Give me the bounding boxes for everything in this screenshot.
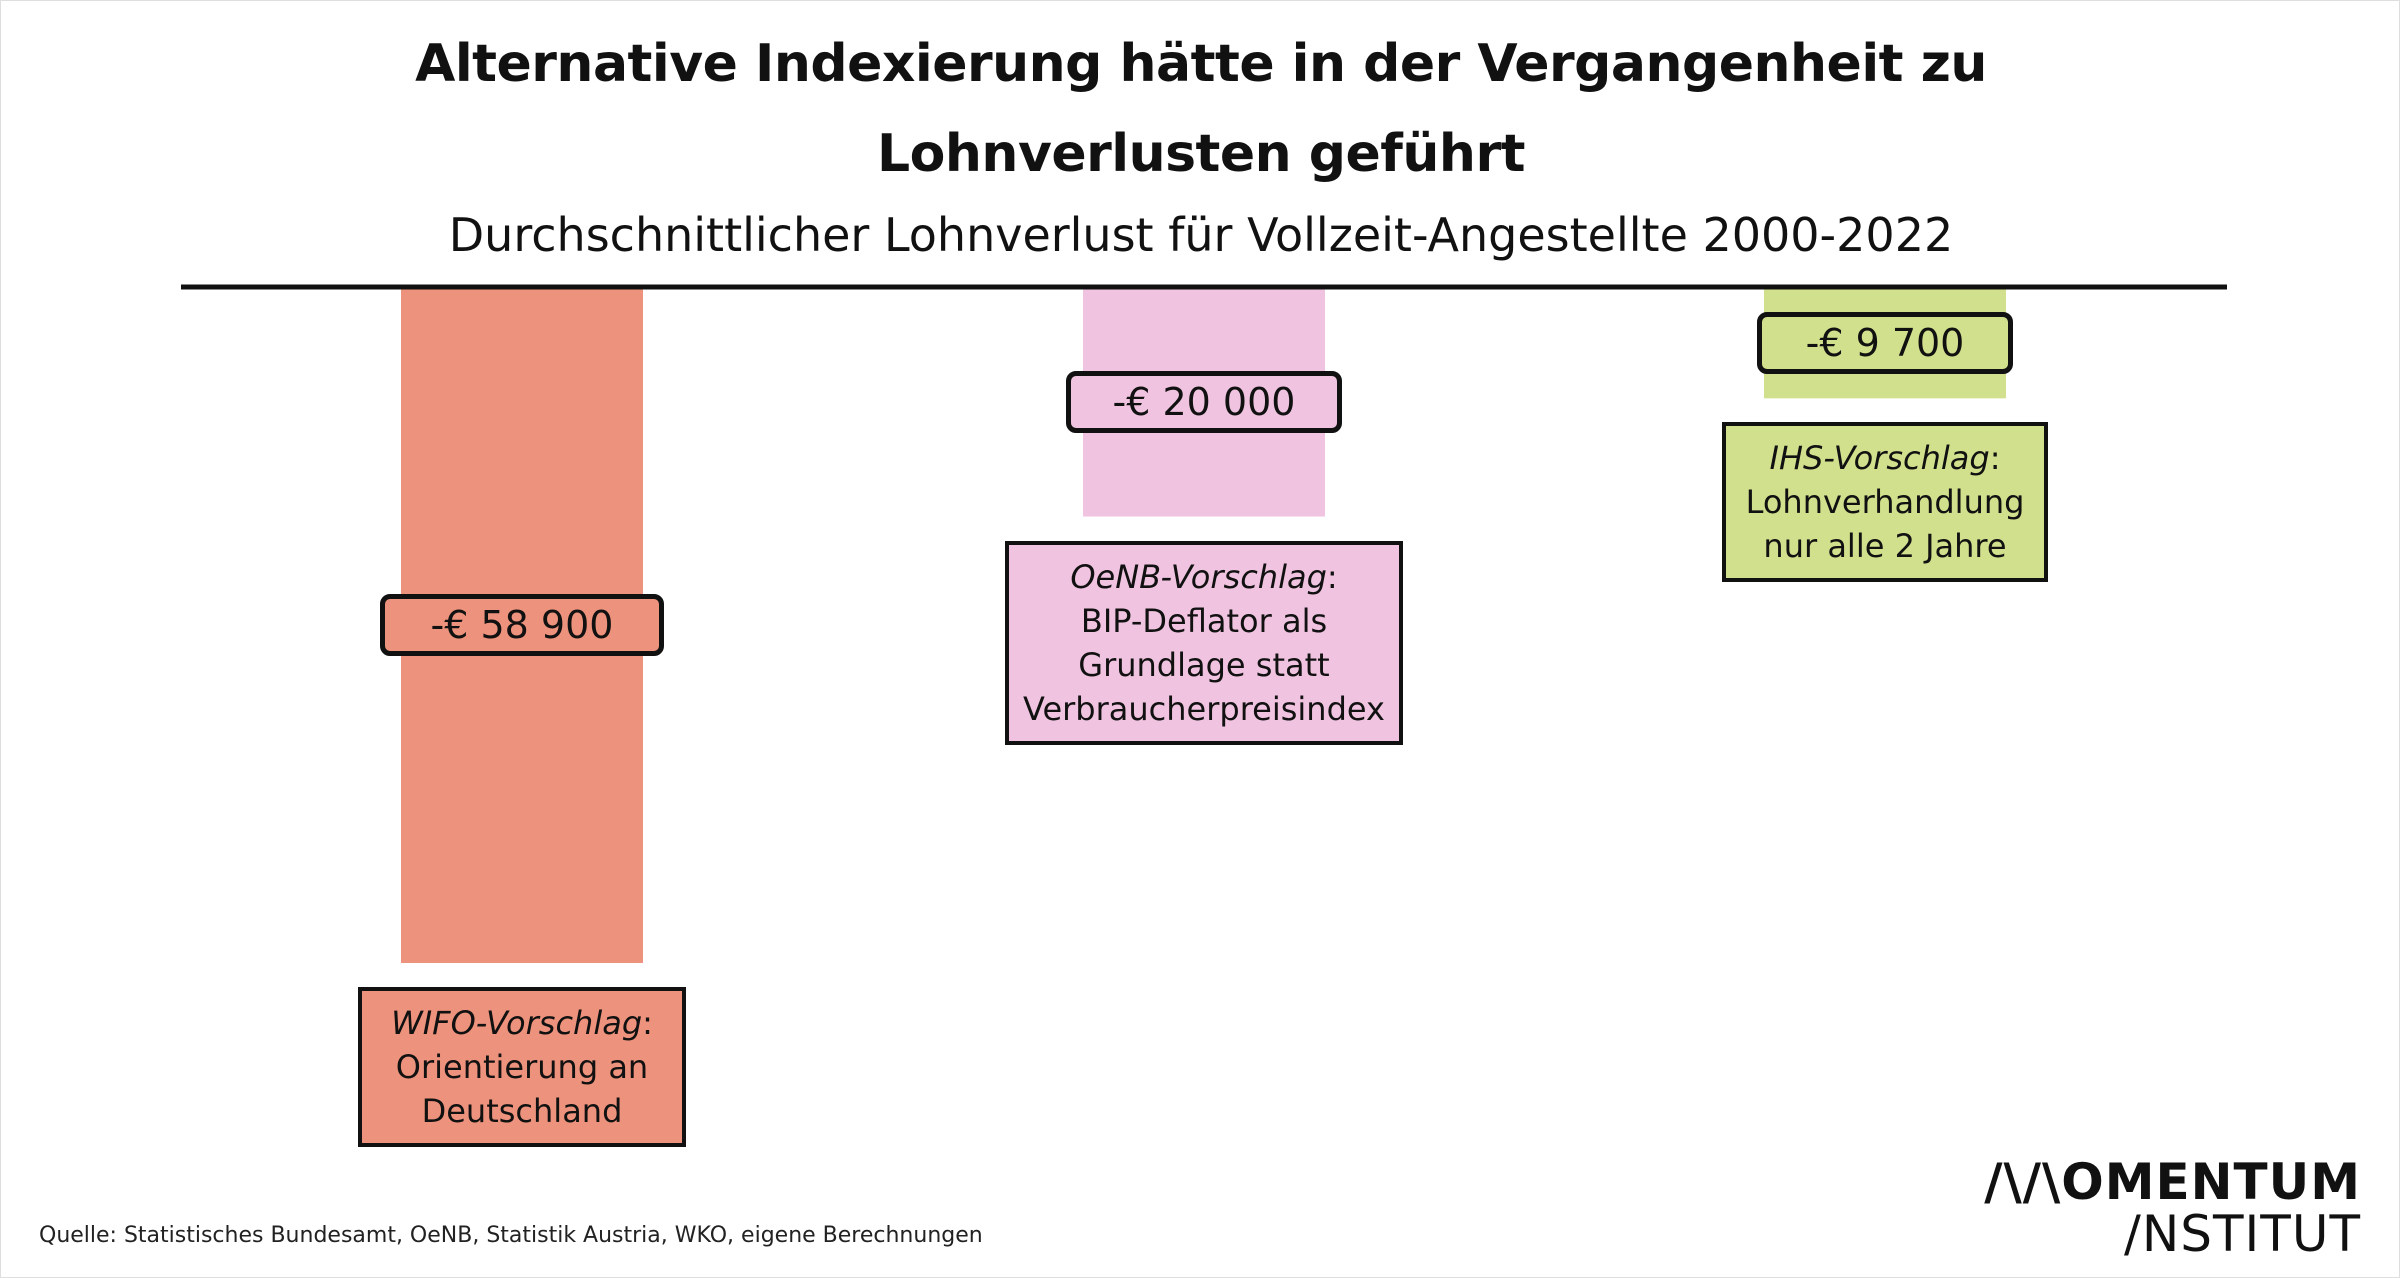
annotation-line: Orientierung an xyxy=(395,1048,649,1086)
annotation-heading: OeNB-Vorschlag: xyxy=(1070,557,1338,596)
chart-subtitle: Durchschnittlicher Lohnverlust für Vollz… xyxy=(448,208,1954,262)
logo-line-1: /\/\OMENTUM xyxy=(1984,1153,2361,1211)
annotation-line: BIP-Deflator als xyxy=(1080,601,1328,640)
source-note: Quelle: Statistisches Bundesamt, OeNB, S… xyxy=(39,1223,983,1248)
logo-line-2: /NSTITUT xyxy=(2124,1205,2361,1263)
chart-title-line-1: Alternative Indexierung hätte in der Ver… xyxy=(415,34,1987,94)
annotation-line: Lohnverhandlung xyxy=(1745,483,2025,522)
value-label-1: -€ 20 000 xyxy=(1066,370,1342,433)
annotation-line: Verbraucherpreisindex xyxy=(1023,689,1385,728)
value-label-0: -€ 58 900 xyxy=(380,594,664,656)
annotation-heading: WIFO-Vorschlag: xyxy=(391,1004,653,1042)
annotation-box-0: WIFO-Vorschlag: Orientierung an Deutschlan… xyxy=(358,987,686,1147)
annotation-line: Grundlage statt xyxy=(1078,645,1330,684)
annotation-heading: IHS-Vorschlag: xyxy=(1769,439,2001,478)
momentum-institut-logo: /\/\OMENTUM /NSTITUT xyxy=(1984,1156,2361,1260)
chart-title-line-2: Lohnverlusten geführt xyxy=(877,124,1525,184)
annotation-box-2: IHS-Vorschlag: Lohnverhandlung nur alle 2 … xyxy=(1722,422,2048,583)
annotation-line: nur alle 2 Jahre xyxy=(1763,527,2007,566)
annotation-line: Deutschland xyxy=(421,1092,623,1130)
value-label-2: -€ 9 700 xyxy=(1757,311,2013,374)
